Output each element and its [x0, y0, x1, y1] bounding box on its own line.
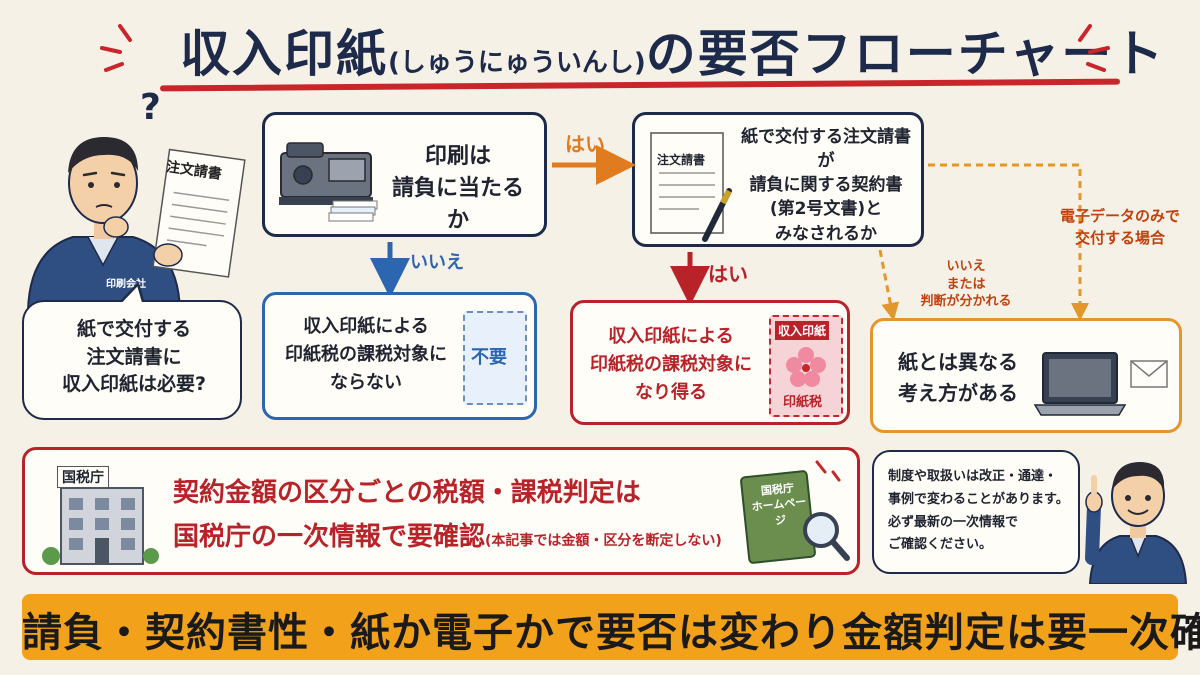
advice-text: 制度や取扱いは改正・通達・ 事例で変わることがあります。 必ず最新の一次情報で … [888, 469, 1069, 553]
nta-line-2-main: 国税庁の一次情報で要確認 [173, 522, 486, 552]
question-1-text: 印刷は 請負に当たるか [391, 144, 524, 233]
building-label: 国税庁 [57, 466, 109, 488]
title-rest: の要否フローチャート [645, 25, 1166, 83]
arrow-q2-digital [928, 163, 1089, 321]
question-2-text: 紙で交付する注文請書が 請負に関する契約書 (第2号文書)と みなされるか [741, 127, 911, 244]
nta-homepage-book-icon [740, 460, 850, 564]
arrow-label-q1-no: いいえ [410, 252, 464, 273]
arrow-label-q2-yes: はい [708, 262, 748, 286]
order-document-pen-icon [650, 132, 732, 242]
printing-press-icon [279, 142, 378, 222]
nta-line-2: 国税庁の一次情報で要確認(本記事では金額・区分を断定しない) [173, 516, 722, 553]
question-1-box: 印刷は 請負に当たるか [262, 112, 547, 237]
summary-text: 請負・契約書性・紙か電子かで要否は変わり金額判定は要一次確認 [22, 610, 1200, 656]
book-label: 国税庁 ホームページ [751, 481, 807, 528]
bubble-tail [116, 282, 148, 306]
revenue-stamp-icon: 収入印紙 印紙税 [769, 315, 843, 417]
cherry-blossom-icon [786, 347, 826, 387]
result-taxable-text: 収入印紙による 印紙税の課税対象に なり得る [590, 326, 752, 403]
arrow-q2-no [878, 249, 900, 321]
arrow-label-q1-yes: はい [565, 132, 605, 156]
question-bubble: 紙で交付する 注文請書に 収入印紙は必要? [22, 282, 242, 420]
result-digital-text: 紙とは異なる 考え方がある [898, 350, 1018, 405]
laptop-mail-icon [1033, 352, 1168, 416]
result-not-taxable-box: 収入印紙による 印紙税の課税対象に ならない 不要 [262, 292, 537, 420]
title-area: 収入印紙(しゅうにゅういんし)の要否フローチャート [80, 10, 1163, 92]
nta-confirm-box: 国税庁 契約金額の区分ごとの税額・課税判定は 国税庁の一次情報で要確認(本記事で… [22, 447, 860, 575]
page-title: 収入印紙(しゅうにゅういんし)の要否フローチャート [180, 14, 1165, 86]
nta-note: (本記事では金額・区分を断定しない) [485, 533, 722, 549]
arrow-label-q2-digital: 電子データのみで 交付する場合 [1059, 207, 1180, 247]
pointing-worker-icon [1085, 462, 1188, 584]
summary-bar: 請負・契約書性・紙か電子かで要否は変わり金額判定は要一次確認 [22, 594, 1200, 660]
question-mark-icon: ? [140, 87, 161, 128]
worried-worker-icon [26, 137, 246, 310]
title-main: 収入印紙 [180, 25, 388, 83]
emphasis-lines-right-icon [1078, 24, 1110, 72]
result-taxable-box: 収入印紙による 印紙税の課税対象に なり得る 収入印紙 印紙税 [570, 300, 850, 425]
result-not-taxable-text: 収入印紙による 印紙税の課税対象に ならない [285, 316, 447, 393]
question-2-box: 注文請書 紙で交付する注文請書が 請負に関する契約書 (第2号文書)と みなされ… [632, 112, 924, 247]
stamp-not-needed-icon: 不要 [463, 311, 527, 405]
tax-office-building-icon [42, 487, 159, 565]
q2-doc-label: 注文請書 [657, 153, 706, 167]
arrow-label-q2-no: いいえ または 判断が分かれる [920, 259, 1012, 310]
nta-line-1: 契約金額の区分ごとの税額・課税判定は [173, 478, 641, 508]
company-badge: 印刷会社 [106, 279, 146, 290]
worker-illustration: ? 注文請書 印刷会社 [18, 87, 248, 310]
revenue-stamp-bottom: 印紙税 [783, 395, 823, 410]
advice-bubble: 制度や取扱いは改正・通達・ 事例で変わることがあります。 必ず最新の一次情報で … [872, 450, 1080, 574]
title-reading: (しゅうにゅういんし) [388, 48, 646, 78]
result-digital-box: 紙とは異なる 考え方がある [870, 318, 1182, 433]
question-text: 紙で交付する 注文請書に 収入印紙は必要? [61, 318, 207, 396]
revenue-stamp-top: 収入印紙 [775, 321, 830, 340]
stamp-not-needed-label: 不要 [471, 347, 507, 368]
emphasis-lines-left-icon [100, 24, 132, 72]
